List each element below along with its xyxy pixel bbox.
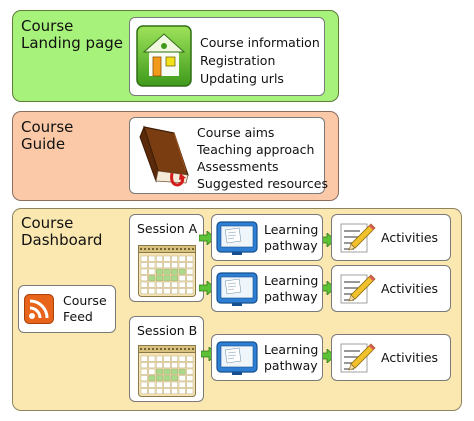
guide-items: Course aims Teaching approach Assessment… (197, 124, 328, 192)
landing-title-line2: Landing page (21, 34, 124, 52)
calendar-icon (138, 345, 196, 397)
guide-item: Assessments (197, 159, 279, 174)
guide-item: Course aims (197, 125, 275, 140)
landing-card: Course information Registration Updating… (129, 17, 325, 96)
session-b-label: Session B (137, 323, 198, 338)
guide-title: Course Guide (21, 119, 73, 153)
feed-line1: Course (63, 293, 107, 308)
activities-card: Activities (331, 334, 451, 381)
guide-item: Teaching approach (197, 142, 315, 157)
landing-page-title: Course Landing page (21, 18, 123, 52)
activities-card: Activities (331, 265, 451, 312)
activities-card: Activities (331, 214, 451, 261)
dashboard-title-line2: Dashboard (21, 231, 103, 249)
course-feed-label: Course Feed (63, 293, 107, 325)
learning-pathway-card: Learning pathway (211, 214, 323, 261)
pencil-icon (340, 341, 376, 375)
calendar-icon (138, 245, 196, 297)
pathway-label: Learning pathway (264, 342, 318, 374)
session-b-card: Session B (129, 316, 204, 402)
monitor-icon (216, 340, 258, 376)
landing-item: Updating urls (200, 71, 284, 86)
book-icon (134, 123, 192, 189)
guide-title-line1: Course (21, 118, 74, 136)
landing-items: Course information Registration Updating… (200, 34, 320, 88)
activities-label: Activities (381, 281, 439, 296)
learning-pathway-card: Learning pathway (211, 265, 323, 312)
feed-line2: Feed (63, 309, 93, 324)
pathway-label: Learning pathway (264, 273, 318, 305)
activities-label: Activities (381, 350, 439, 365)
guide-title-line2: Guide (21, 135, 66, 153)
pathway-line1: Learning (264, 222, 319, 237)
guide-item: Suggested resources (197, 176, 329, 191)
course-feed-card: Course Feed (18, 285, 116, 333)
home-icon (136, 24, 192, 88)
pathway-line1: Learning (264, 273, 319, 288)
session-a-label: Session A (137, 221, 198, 236)
pathway-line2: pathway (264, 289, 318, 304)
landing-item: Course information (200, 35, 320, 50)
monitor-icon (216, 271, 258, 307)
rss-icon (24, 294, 54, 324)
landing-title-line1: Course (21, 17, 74, 35)
pathway-line1: Learning (264, 342, 319, 357)
landing-page-panel: Course Landing page Course informat (12, 10, 339, 102)
dashboard-title-line1: Course (21, 214, 74, 232)
learning-pathway-card: Learning pathway (211, 334, 323, 381)
pathway-line2: pathway (264, 238, 318, 253)
landing-item: Registration (200, 53, 276, 68)
pathway-line2: pathway (264, 358, 318, 373)
guide-panel: Course Guide Course aims Teaching approa… (12, 111, 339, 201)
guide-card: Course aims Teaching approach Assessment… (129, 117, 328, 194)
monitor-icon (216, 220, 258, 256)
pencil-icon (340, 221, 376, 255)
pathway-label: Learning pathway (264, 222, 318, 254)
dashboard-title: Course Dashboard (21, 215, 102, 249)
activities-label: Activities (381, 230, 439, 245)
session-a-card: Session A (129, 214, 204, 302)
pencil-icon (340, 272, 376, 306)
